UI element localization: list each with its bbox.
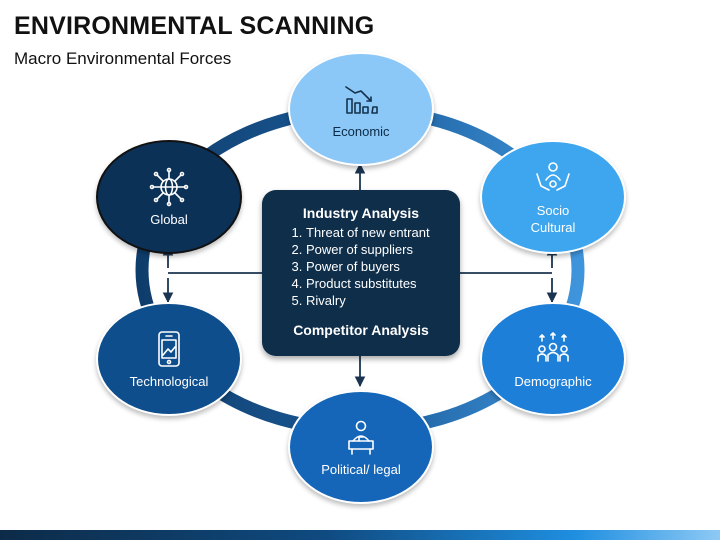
globe-network-icon xyxy=(149,167,189,206)
node-socio-cultural: Socio Cultural xyxy=(480,140,626,254)
page-title: ENVIRONMENTAL SCANNING xyxy=(14,12,375,40)
declining-chart-icon xyxy=(345,85,378,114)
list-item: Power of suppliers xyxy=(306,241,460,258)
node-political-legal: Political/ legal xyxy=(288,390,434,504)
people-hands-icon xyxy=(536,162,570,191)
node-global: Global xyxy=(96,140,242,254)
bottom-accent-bar xyxy=(0,530,720,540)
node-technological: Technological xyxy=(96,302,242,416)
industry-forces-list: Threat of new entrant Power of suppliers… xyxy=(262,224,460,309)
node-label: Technological xyxy=(129,373,209,389)
tablet-icon xyxy=(158,330,180,367)
speaker-podium-icon xyxy=(348,420,374,455)
page-subtitle: Macro Environmental Forces xyxy=(14,49,232,68)
population-icon xyxy=(537,331,569,362)
node-economic: Economic xyxy=(288,52,434,166)
list-item: Power of buyers xyxy=(306,258,460,275)
node-label: Global xyxy=(150,211,188,227)
node-label: Socio Cultural xyxy=(530,203,576,235)
competitor-analysis-heading: Competitor Analysis xyxy=(293,322,429,338)
list-item: Product substitutes xyxy=(306,275,460,292)
list-item: Threat of new entrant xyxy=(306,224,460,241)
node-demographic: Demographic xyxy=(480,302,626,416)
node-label: Political/ legal xyxy=(321,461,401,477)
industry-analysis-heading: Industry Analysis xyxy=(302,205,420,221)
node-label: Economic xyxy=(332,123,390,139)
node-label: Demographic xyxy=(514,373,592,389)
industry-analysis-box: Industry Analysis Threat of new entrant … xyxy=(262,190,460,356)
list-item: Rivalry xyxy=(306,292,460,309)
